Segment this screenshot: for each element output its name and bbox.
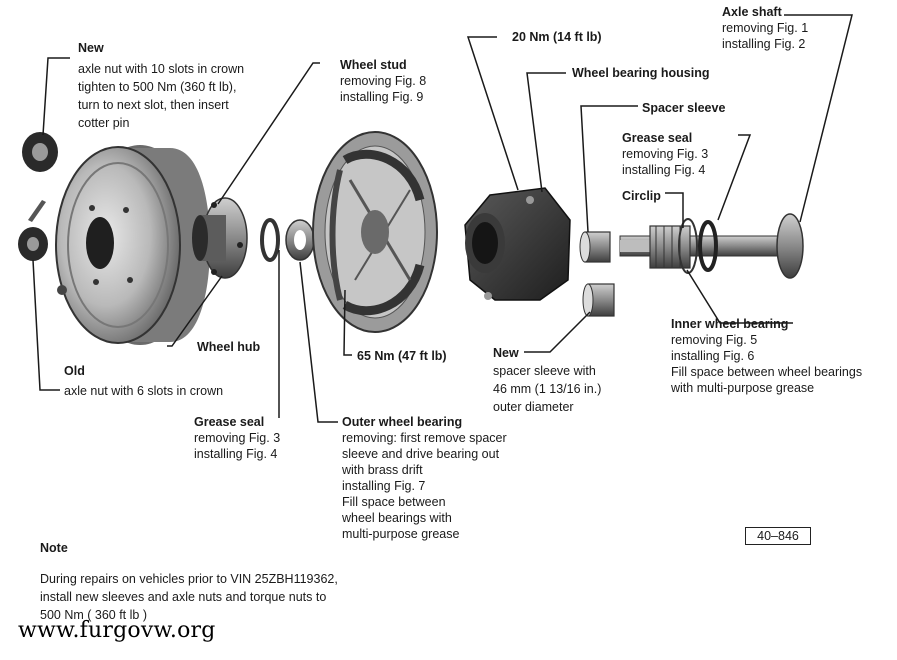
axle-nut-old-part: [18, 227, 48, 261]
label-line: installing Fig. 2: [722, 37, 806, 51]
grease-seal-right-part: [698, 220, 718, 272]
note-line: During repairs on vehicles prior to VIN …: [40, 572, 338, 586]
label-title: 20 Nm (14 ft lb): [512, 30, 602, 44]
label-title: Grease seal: [622, 131, 693, 145]
label-line: removing: first remove spacer: [342, 431, 507, 445]
grease-seal-left-part: [260, 218, 280, 262]
label-line: installing Fig. 9: [340, 90, 424, 104]
label-line: Fill space between: [342, 495, 446, 509]
label-inner-wheel-bearing: Inner wheel bearing removing Fig. 5 inst…: [671, 316, 862, 396]
label-title: Grease seal: [194, 415, 265, 429]
label-torque-20: 20 Nm (14 ft lb): [512, 29, 602, 45]
label-line: with multi-purpose grease: [671, 381, 815, 395]
label-title: Spacer sleeve: [642, 101, 726, 115]
note-body: During repairs on vehicles prior to VIN …: [40, 570, 338, 624]
label-title: 65 Nm (47 ft lb): [357, 349, 447, 363]
label-title: Wheel bearing housing: [572, 66, 710, 80]
label-line: installing Fig. 6: [671, 349, 755, 363]
label-axle-nut-new: New axle nut with 10 slots in crown tigh…: [78, 40, 244, 131]
label-line: installing Fig. 4: [194, 447, 278, 461]
label-spacer-new: New spacer sleeve with 46 mm (1 13/16 in…: [493, 345, 601, 415]
label-title: New: [78, 41, 104, 55]
label-line: spacer sleeve with: [493, 364, 596, 378]
label-line: removing Fig. 5: [671, 333, 758, 347]
label-grease-seal-right: Grease seal removing Fig. 3 installing F…: [622, 130, 708, 178]
label-line: removing Fig. 1: [722, 21, 809, 35]
figure-number-box: 40–846: [745, 527, 811, 545]
label-title: Wheel stud: [340, 58, 407, 72]
label-torque-65: 65 Nm (47 ft lb): [357, 348, 447, 364]
inner-wheel-bearing-part: [649, 225, 691, 269]
leader-lines: [32, 14, 853, 423]
label-spacer-sleeve: Spacer sleeve: [642, 100, 725, 116]
label-title: Inner wheel bearing: [671, 317, 789, 331]
label-axle-shaft: Axle shaft removing Fig. 1 installing Fi…: [722, 4, 808, 52]
label-axle-nut-old: Old axle nut with 6 slots in crown: [64, 363, 223, 399]
label-line: installing Fig. 4: [622, 163, 706, 177]
label-title: Axle shaft: [722, 5, 782, 19]
label-grease-seal-left: Grease seal removing Fig. 3 installing F…: [194, 414, 280, 462]
label-line: wheel bearings with: [342, 511, 452, 525]
label-line: installing Fig. 7: [342, 479, 426, 493]
label-wheel-stud: Wheel stud removing Fig. 8 installing Fi…: [340, 57, 426, 105]
brake-drum-part: [55, 145, 210, 345]
outer-wheel-bearing-part: [285, 219, 315, 261]
label-wheel-bearing-housing: Wheel bearing housing: [572, 65, 710, 81]
watermark-text: www.furgovw.org: [18, 618, 216, 643]
note-line: 500 Nm ( 360 ft lb ): [40, 608, 147, 622]
spacer-sleeve-new-part: [582, 283, 615, 317]
wheel-hub-part: [192, 197, 248, 279]
label-line: tighten to 500 Nm (360 ft lb),: [78, 80, 237, 94]
label-title: Wheel hub: [197, 340, 261, 354]
label-line: multi-purpose grease: [342, 527, 460, 541]
label-line: removing Fig. 8: [340, 74, 427, 88]
note-title: Note: [40, 541, 68, 555]
axle-nut-new-part: [22, 132, 58, 172]
label-line: axle nut with 6 slots in crown: [64, 384, 224, 398]
label-outer-wheel-bearing: Outer wheel bearing removing: first remo…: [342, 414, 507, 542]
label-title: Outer wheel bearing: [342, 415, 463, 429]
label-line: turn to next slot, then insert: [78, 98, 229, 112]
label-line: with brass drift: [342, 463, 423, 477]
cotter-pin-part: [28, 200, 46, 222]
label-line: sleeve and drive bearing out: [342, 447, 500, 461]
note-line: install new sleeves and axle nuts and to…: [40, 590, 327, 604]
label-title: Old: [64, 364, 85, 378]
label-line: removing Fig. 3: [194, 431, 281, 445]
label-title: New: [493, 346, 519, 360]
label-line: removing Fig. 3: [622, 147, 709, 161]
label-title: Circlip: [622, 189, 661, 203]
spacer-sleeve-part: [579, 231, 611, 263]
label-wheel-hub: Wheel hub: [197, 339, 260, 355]
wheel-bearing-housing-part: [464, 187, 571, 301]
label-line: cotter pin: [78, 116, 130, 130]
label-line: outer diameter: [493, 400, 574, 414]
label-circlip: Circlip: [622, 188, 661, 204]
brake-backing-plate-part: [312, 131, 438, 333]
label-line: axle nut with 10 slots in crown: [78, 62, 245, 76]
label-line: 46 mm (1 13/16 in.): [493, 382, 602, 396]
label-line: Fill space between wheel bearings: [671, 365, 863, 379]
